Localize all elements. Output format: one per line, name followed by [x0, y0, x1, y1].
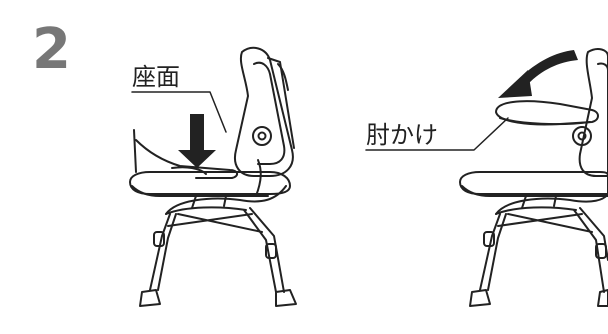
left-rear-foot — [275, 289, 297, 307]
armrest-leader-line — [365, 117, 509, 151]
left-front-foot — [139, 289, 161, 307]
left-hinge-knob — [252, 126, 272, 146]
right-frame-arc — [495, 193, 608, 215]
seat-leader-line — [131, 91, 227, 133]
left-cross-brace — [167, 213, 263, 233]
right-chair — [459, 48, 608, 307]
right-rear-foot — [597, 289, 608, 307]
left-chair — [129, 46, 297, 307]
right-front-foot — [469, 289, 491, 307]
armrest-label: 肘かけ — [366, 121, 438, 149]
armrest-swing-arrow — [498, 50, 578, 98]
right-cross-brace — [497, 213, 593, 233]
press-down-arrow — [178, 114, 216, 168]
left-rear-leg — [243, 209, 277, 293]
left-front-leg — [149, 213, 171, 291]
right-front-leg — [479, 213, 501, 291]
left-hand-outline — [133, 129, 238, 179]
right-seat — [459, 171, 608, 195]
right-hinge-knob — [572, 126, 592, 146]
left-backrest-frame — [234, 46, 294, 177]
left-backrest-inner — [253, 61, 286, 165]
seat-label: 座面 — [132, 63, 180, 91]
left-frame-arc — [165, 185, 287, 215]
step-number: 2 — [32, 17, 71, 82]
right-backrest-frame — [578, 48, 608, 177]
right-rear-leg — [573, 209, 605, 293]
